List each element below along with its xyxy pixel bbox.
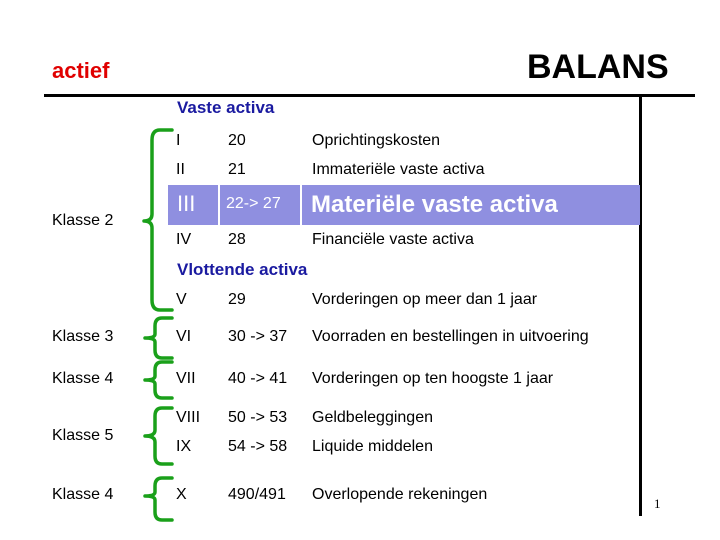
row-description: Financiële vaste activa bbox=[312, 231, 474, 248]
row-description: Geldbeleggingen bbox=[312, 409, 433, 426]
section-vaste-activa: Vaste activa bbox=[177, 98, 275, 117]
group-label-klasse-5: Klasse 5 bbox=[52, 427, 114, 444]
section-vlottende-activa: Vlottende activa bbox=[177, 260, 308, 279]
slide-subtitle: actief bbox=[52, 58, 110, 83]
row-code: 30 -> 37 bbox=[228, 328, 288, 345]
row-roman: VIII bbox=[176, 409, 201, 426]
bracket-klasse-4-second bbox=[143, 476, 174, 522]
header-rule bbox=[44, 94, 695, 97]
row-roman: I bbox=[176, 132, 181, 149]
row-code: 40 -> 41 bbox=[228, 370, 288, 387]
row-description: Vorderingen op ten hoogste 1 jaar bbox=[312, 370, 554, 387]
bracket-klasse-3 bbox=[143, 316, 174, 360]
right-rule bbox=[639, 96, 642, 516]
row-roman: VII bbox=[176, 370, 196, 387]
row-roman: V bbox=[176, 291, 187, 308]
row-description: Liquide middelen bbox=[312, 438, 433, 455]
row-code: 29 bbox=[228, 291, 246, 308]
highlighted-row: III 22-> 27 Materiële vaste activa bbox=[168, 185, 640, 225]
row-roman: VI bbox=[176, 328, 192, 345]
row-code: 21 bbox=[228, 161, 246, 178]
bracket-klasse-4 bbox=[143, 360, 174, 400]
row-code: 54 -> 58 bbox=[228, 438, 288, 455]
row-roman: IX bbox=[176, 438, 192, 455]
row-roman: X bbox=[176, 486, 187, 503]
row-description: Vorderingen op meer dan 1 jaar bbox=[312, 291, 538, 308]
row-code: 490/491 bbox=[228, 486, 286, 503]
page-number: 1 bbox=[654, 496, 661, 511]
group-label-klasse-4: Klasse 4 bbox=[52, 370, 114, 387]
row-description: Materiële vaste activa bbox=[311, 191, 558, 218]
row-code: 20 bbox=[228, 132, 246, 149]
slide-title: BALANS bbox=[527, 48, 669, 86]
group-label-klasse-3: Klasse 3 bbox=[52, 328, 114, 345]
group-label-klasse-4-second: Klasse 4 bbox=[52, 486, 114, 503]
row-description: Oprichtingskosten bbox=[312, 132, 441, 149]
row-roman: III bbox=[177, 191, 196, 216]
row-description: Overlopende rekeningen bbox=[312, 486, 488, 503]
row-description: Immateriële vaste activa bbox=[312, 161, 485, 178]
group-label-klasse-2: Klasse 2 bbox=[52, 212, 114, 229]
row-roman: II bbox=[176, 161, 185, 178]
row-code: 22-> 27 bbox=[226, 195, 281, 212]
row-code: 50 -> 53 bbox=[228, 409, 288, 426]
bracket-klasse-5 bbox=[143, 406, 174, 466]
bracket-klasse-2 bbox=[142, 128, 174, 312]
row-description: Voorraden en bestellingen in uitvoering bbox=[312, 328, 589, 345]
row-code: 28 bbox=[228, 231, 246, 248]
row-roman: IV bbox=[176, 231, 192, 248]
